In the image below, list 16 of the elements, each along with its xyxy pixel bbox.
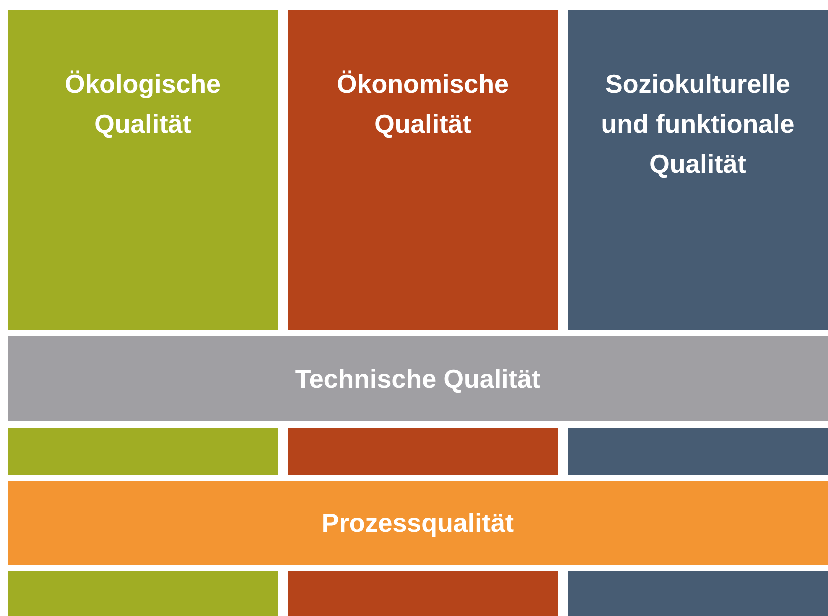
column-segment [8, 571, 278, 616]
column-segment [568, 571, 828, 616]
quality-column [8, 10, 278, 330]
quality-column [568, 10, 828, 330]
quality-column [288, 10, 558, 330]
column-segment [288, 428, 558, 475]
column-segment [288, 571, 558, 616]
quality-band [8, 481, 828, 565]
column-title: Ökonomische Qualität [336, 68, 510, 141]
column-title: Ökologische Qualität [64, 68, 222, 141]
column-segment [568, 428, 828, 475]
column-title: Soziokulturelle und funktionale Qualität [600, 68, 796, 181]
column-segment [8, 428, 278, 475]
band-label: Prozessqualität [322, 507, 514, 540]
quality-band [8, 336, 828, 421]
band-label: Technische Qualität [295, 362, 541, 396]
